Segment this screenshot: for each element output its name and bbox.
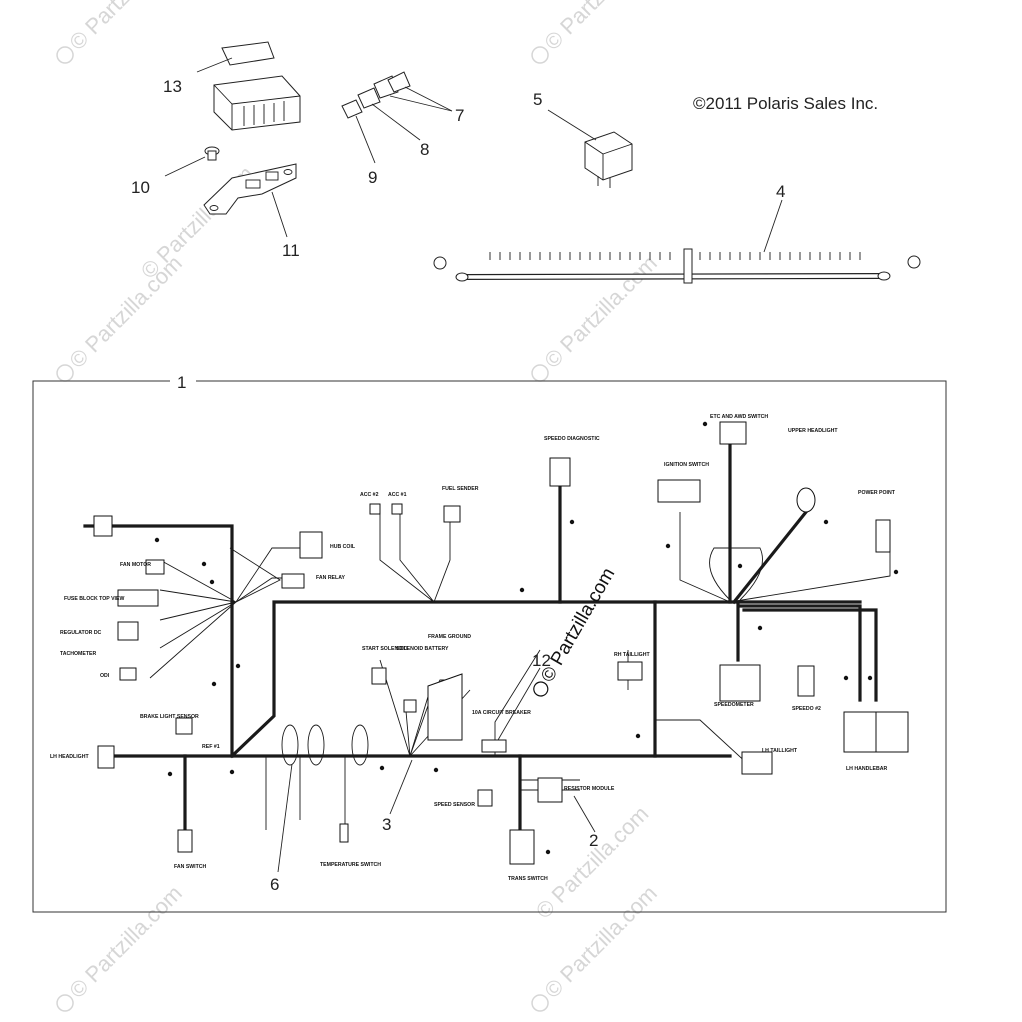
label-odi: ODI bbox=[100, 673, 110, 679]
harness-trunk bbox=[83, 428, 891, 840]
label-fuel-sender: FUEL SENDER bbox=[442, 486, 479, 492]
label-speed-sensor: SPEED SENSOR bbox=[434, 802, 475, 808]
harness-labels: SPEEDO DIAGNOSTIC ETC AND AWD SWITCH UPP… bbox=[50, 414, 896, 882]
callout-2: 2 bbox=[589, 831, 598, 850]
label-lh-handlebar: LH HANDLEBAR bbox=[846, 766, 887, 772]
watermark: © Partzilla.com bbox=[539, 251, 662, 374]
callout-11: 11 bbox=[282, 241, 300, 260]
label-solenoid-battery: SOLENOID BATTERY bbox=[396, 646, 449, 652]
label-tachometer: TACHOMETER bbox=[60, 651, 96, 657]
label-rh-taillight: RH TAILLIGHT bbox=[614, 652, 650, 658]
label-speedo-2: SPEEDO #2 bbox=[792, 706, 821, 712]
label-acc-1: ACC #1 bbox=[388, 492, 407, 498]
label-fan-motor: FAN MOTOR bbox=[120, 562, 151, 568]
callout-10: 10 bbox=[131, 178, 150, 197]
label-acc-2: ACC #2 bbox=[360, 492, 379, 498]
watermark: © Partzilla.com bbox=[64, 0, 187, 55]
label-start-solenoid: START SOLENOID bbox=[362, 646, 408, 652]
part-10-screw bbox=[164, 146, 220, 177]
callout-9: 9 bbox=[368, 168, 377, 187]
tag-circles bbox=[154, 421, 899, 855]
label-power-point: POWER POINT bbox=[858, 490, 896, 496]
label-fuse-block: FUSE BLOCK TOP VIEW bbox=[64, 596, 124, 602]
callout-3: 3 bbox=[382, 815, 391, 834]
part-4-battery-cables bbox=[433, 199, 921, 284]
label-speedometer: SPEEDOMETER bbox=[714, 702, 754, 708]
label-etc-awd-switch: ETC AND AWD SWITCH bbox=[710, 414, 768, 420]
label-temperature-switch: TEMPERATURE SWITCH bbox=[320, 862, 381, 868]
watermark-center: © Partzilla.com bbox=[533, 564, 619, 697]
watermark: © Partzilla.com bbox=[64, 881, 187, 1004]
callout-4: 4 bbox=[776, 182, 785, 201]
callout-5: 5 bbox=[533, 90, 542, 109]
label-trans-switch: TRANS SWITCH bbox=[508, 876, 548, 882]
label-ref: REF #1 bbox=[202, 744, 220, 750]
callout-8: 8 bbox=[420, 140, 429, 159]
label-circuit-breaker: 10A CIRCUIT BREAKER bbox=[472, 710, 531, 716]
callout-12: 12 bbox=[532, 651, 551, 670]
label-hub-coil: HUB COIL bbox=[330, 544, 356, 550]
part-11-bracket bbox=[203, 163, 297, 238]
callout-13: 13 bbox=[163, 77, 182, 96]
label-frame-ground: FRAME GROUND bbox=[428, 634, 471, 640]
watermark: © Partzilla.com bbox=[64, 251, 187, 374]
part-5-relay bbox=[547, 109, 633, 188]
label-upper-headlight: UPPER HEADLIGHT bbox=[788, 428, 838, 434]
label-fan-relay: FAN RELAY bbox=[316, 575, 345, 581]
watermark: © Partzilla.com bbox=[539, 0, 662, 55]
label-resistor-module: RESISTOR MODULE bbox=[564, 786, 615, 792]
label-lh-taillight: LH TAILLIGHT bbox=[762, 748, 798, 754]
harness-connectors bbox=[93, 421, 909, 865]
part-7-8-9-fuses bbox=[341, 71, 453, 164]
label-speedo-diagnostic: SPEEDO DIAGNOSTIC bbox=[544, 436, 600, 442]
label-fan-switch: FAN SWITCH bbox=[174, 864, 207, 870]
label-ignition-switch: IGNITION SWITCH bbox=[664, 462, 709, 468]
harness-frame: 1 bbox=[32, 373, 947, 913]
callout-6: 6 bbox=[270, 875, 279, 894]
label-lh-headlight: LH HEADLIGHT bbox=[50, 754, 89, 760]
label-brake-light-sensor: BRAKE LIGHT SENSOR bbox=[140, 714, 199, 720]
callout-7: 7 bbox=[455, 106, 464, 125]
part-13-fuse-block bbox=[196, 41, 301, 131]
label-regulator-dc: REGULATOR DC bbox=[60, 630, 102, 636]
harness-callouts: 2 3 6 12 bbox=[270, 651, 598, 894]
copyright-text: ©2011 Polaris Sales Inc. bbox=[693, 94, 878, 113]
callout-1: 1 bbox=[177, 373, 186, 392]
